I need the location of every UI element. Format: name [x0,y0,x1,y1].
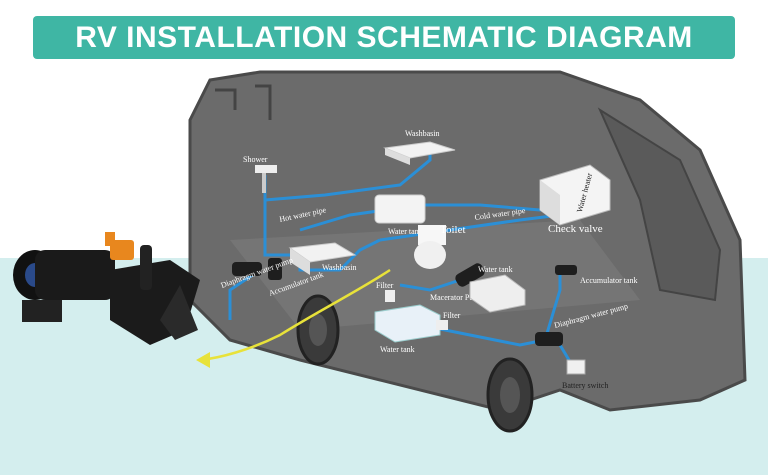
washbasin-bottom-icon [288,242,357,275]
label-accumulator-tank-right: Accumulator tank [580,276,638,285]
toilet-icon [414,225,446,269]
label-filter-right: Filter [443,311,461,320]
pump-arrow [199,268,391,362]
water-tank-right-icon [469,274,526,313]
pump-product-illustration [13,232,200,345]
label-shower: Shower [243,155,268,164]
label-filter-left: Filter [376,281,394,290]
label-macerator-pump: Macerator Pump [430,293,484,302]
diaphragm-pump-right-icon [535,332,563,346]
battery-switch-icon [566,359,586,375]
rv-roof-rack [215,84,272,120]
washbasin-top-icon [383,141,456,165]
label-washbasin-top: Washbasin [405,129,439,138]
macerator-pump-icon [455,263,485,287]
shower-icon [255,165,277,193]
page-title: RV INSTALLATION SCHEMATIC DIAGRAM [75,20,693,54]
diaphragm-pump-left-icon [232,258,282,280]
title-banner: RV INSTALLATION SCHEMATIC DIAGRAM [33,16,735,59]
label-washbasin-bottom: Washbasin [322,263,356,272]
label-water-tank-right: Water tank [478,265,513,274]
water-tank-bottom-icon [374,304,441,343]
label-water-tank-bottom: Water tank [380,345,415,354]
label-water-tank-top: Water tank [388,227,423,236]
filter-left-icon [385,290,395,302]
label-battery-switch: Battery switch [562,381,608,390]
rv-windshield [597,107,722,302]
pump-arrow-head [196,352,210,368]
accumulator-tank-right-icon [555,265,577,275]
label-check-valve: Check valve [548,223,603,235]
water-heater-icon [539,164,611,226]
rv-wheel-front-hub [500,377,520,413]
rv-wheel-rear-hub [309,314,327,346]
water-tank-top-icon [374,194,426,224]
label-toilet: Toilet [440,224,466,236]
filter-right-icon [436,320,448,330]
